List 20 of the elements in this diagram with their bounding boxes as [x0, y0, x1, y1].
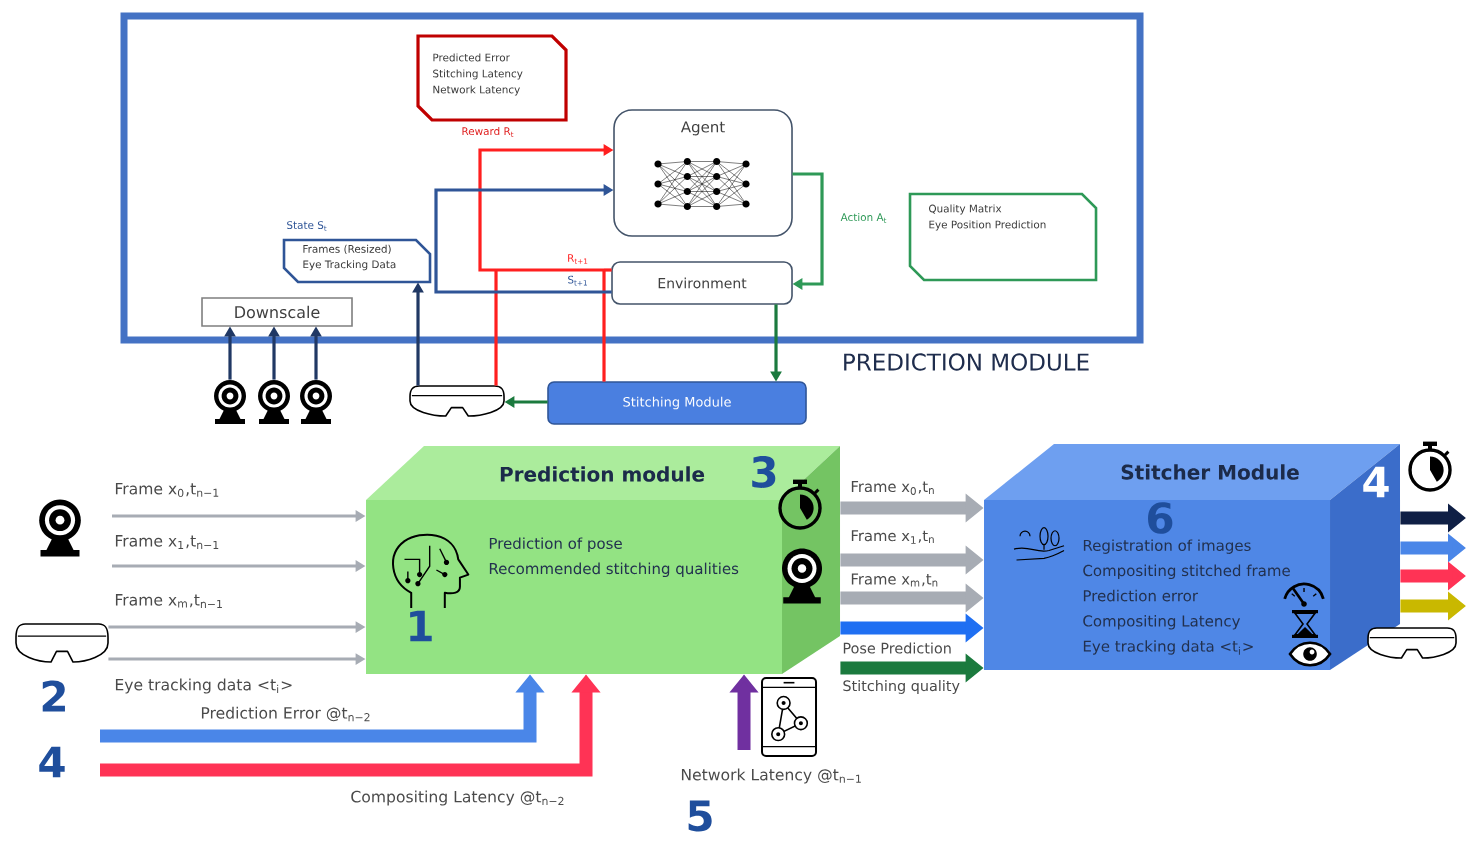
webcam-icon	[214, 380, 246, 424]
headset-icon	[409, 385, 505, 417]
connector-line	[496, 268, 604, 272]
webcam-icon	[258, 380, 290, 424]
callout-number: 5	[688, 800, 712, 832]
node-label: PREDICTION MODULE	[844, 353, 1089, 371]
connector-line	[604, 268, 612, 272]
webcam-icon	[300, 380, 332, 424]
callout-number: 4	[39, 746, 65, 778]
node-label: Prediction module	[500, 466, 705, 482]
connector-line	[494, 270, 498, 386]
process-box: Downscale	[201, 297, 353, 327]
callout-number: 3	[752, 456, 776, 488]
connector-line	[602, 270, 606, 382]
callout-number: 1	[410, 610, 432, 642]
headset-icon	[15, 623, 109, 663]
arrow	[792, 172, 824, 290]
callout-number: 6	[1148, 502, 1173, 534]
node-label: Stitcher Module	[1121, 464, 1299, 480]
callout-number: 4	[1363, 466, 1389, 498]
